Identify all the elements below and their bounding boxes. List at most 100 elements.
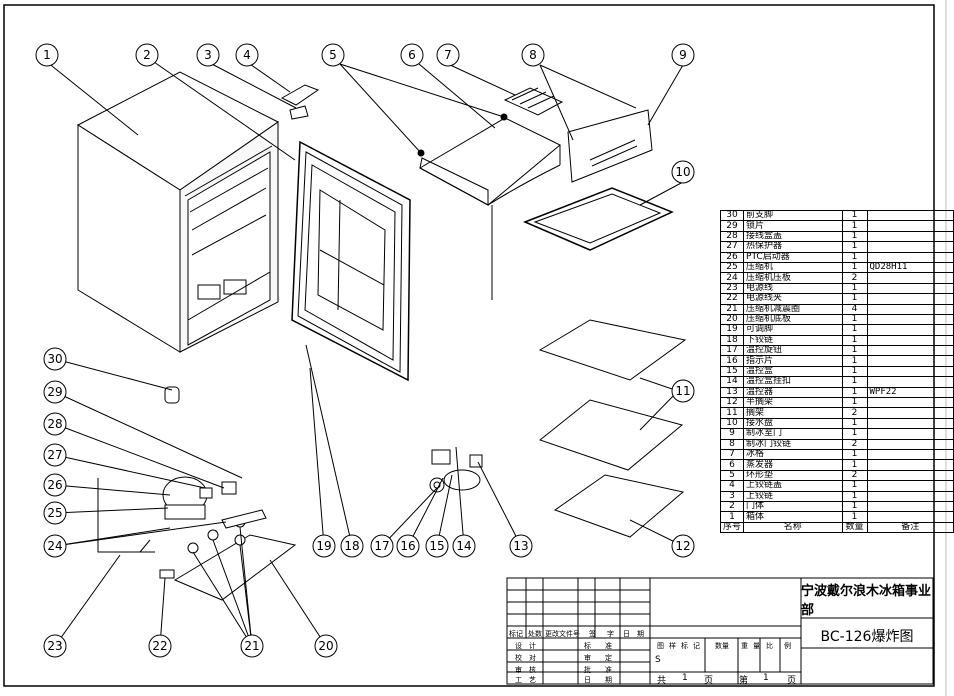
part-name: 冰格 <box>743 448 843 461</box>
callout-number: 1 <box>43 48 51 62</box>
callout-circle <box>340 534 364 558</box>
callout-number: 19 <box>316 539 331 553</box>
callout-circle <box>43 634 67 658</box>
part-number: 13 <box>719 386 745 399</box>
part-remark <box>866 251 954 263</box>
callout-circle <box>43 443 67 467</box>
part-name: 压缩机压板 <box>743 272 843 284</box>
part-qty: 1 <box>841 209 868 222</box>
rev-label: 更改文件号 <box>545 630 580 638</box>
part-name: 接水盘 <box>743 417 843 430</box>
callout-number: 9 <box>679 48 687 62</box>
part-remark <box>866 376 954 388</box>
part-number: 10 <box>719 417 745 430</box>
callout-number: 5 <box>329 48 337 62</box>
title-block: 宁波戴尔浪木冰箱事业部 BC-126爆炸图 标记 处数 更改文件号 签 字 日 … <box>507 578 933 686</box>
shelf-part <box>538 319 687 471</box>
callout-circle <box>135 43 159 67</box>
callout-number: 15 <box>429 539 444 553</box>
callout-number: 27 <box>47 448 62 462</box>
part-name: 温控旋钮 <box>743 345 843 357</box>
part-remark <box>866 500 954 513</box>
part-name: 可调脚 <box>743 324 843 336</box>
callout-circle <box>396 534 420 558</box>
role-label: 准 <box>605 666 612 674</box>
role-label: 工 <box>515 676 522 684</box>
part-remark <box>866 480 954 492</box>
callout-number: 26 <box>47 478 62 492</box>
role-label: 批 <box>584 666 591 674</box>
callout-number: 6 <box>408 48 416 62</box>
part-remark <box>866 272 954 284</box>
leader-lines <box>46 61 684 647</box>
compressor-part <box>162 476 237 520</box>
part-number: 7 <box>719 448 745 461</box>
part-remark <box>866 293 954 305</box>
part-number: 29 <box>719 220 745 232</box>
part-qty: 1 <box>841 355 868 367</box>
part-qty: 1 <box>841 261 868 274</box>
callout-circle <box>43 501 67 525</box>
part-name: 上铰链盖 <box>743 480 843 492</box>
callout-circle <box>425 534 449 558</box>
callout-circle <box>314 634 338 658</box>
part-qty: 1 <box>841 282 868 295</box>
part-remark <box>866 334 954 347</box>
callout-circle <box>671 160 695 184</box>
part-qty: 2 <box>841 272 868 284</box>
part-qty: 2 <box>841 469 868 482</box>
part-remark: WPF22 <box>866 386 954 399</box>
part-name: 热保护器 <box>743 241 843 253</box>
part-name: 温控盒 <box>743 365 843 378</box>
callout-number: 28 <box>47 417 62 431</box>
callout-number: 13 <box>513 539 528 553</box>
callout-circle <box>43 412 67 436</box>
part-name: 制冰室门 <box>743 428 843 440</box>
part-remark: QD28H11 <box>866 261 954 274</box>
part-qty: 1 <box>841 293 868 305</box>
callout-circle <box>43 534 67 558</box>
part-number: 5 <box>719 469 745 482</box>
part-qty: 4 <box>841 303 868 315</box>
part-number: 14 <box>719 376 745 388</box>
compressor-clamp <box>221 509 267 529</box>
part-number: 1 <box>719 511 745 523</box>
callout-number: 20 <box>318 639 333 653</box>
callout-circle <box>235 43 259 67</box>
stage-label: 数量 <box>715 642 729 650</box>
callout-number: 18 <box>344 539 359 553</box>
part-name: 下铰链 <box>743 334 843 347</box>
thermostat-group <box>429 449 483 493</box>
part-qty: 1 <box>841 397 868 409</box>
ice-tray-part <box>503 87 564 116</box>
part-number: 8 <box>719 438 745 451</box>
role-label: 定 <box>605 654 612 662</box>
callout-circle <box>196 43 220 67</box>
stage-label: 样 <box>669 642 676 650</box>
part-qty: 1 <box>841 334 868 347</box>
stage-label: 图 <box>657 642 664 650</box>
callout-circle <box>312 534 336 558</box>
callout-circle <box>148 634 172 658</box>
callout-circle <box>671 379 695 403</box>
callout-number: 29 <box>47 385 62 399</box>
part-name: 指示片 <box>743 355 843 367</box>
part-qty: 1 <box>841 386 868 399</box>
stage-label: 重 <box>741 642 748 650</box>
part-remark <box>866 355 954 367</box>
part-qty: 1 <box>841 251 868 263</box>
callout-number: 16 <box>400 539 415 553</box>
sheet-no: 1 <box>763 673 769 683</box>
callout-circle <box>43 473 67 497</box>
